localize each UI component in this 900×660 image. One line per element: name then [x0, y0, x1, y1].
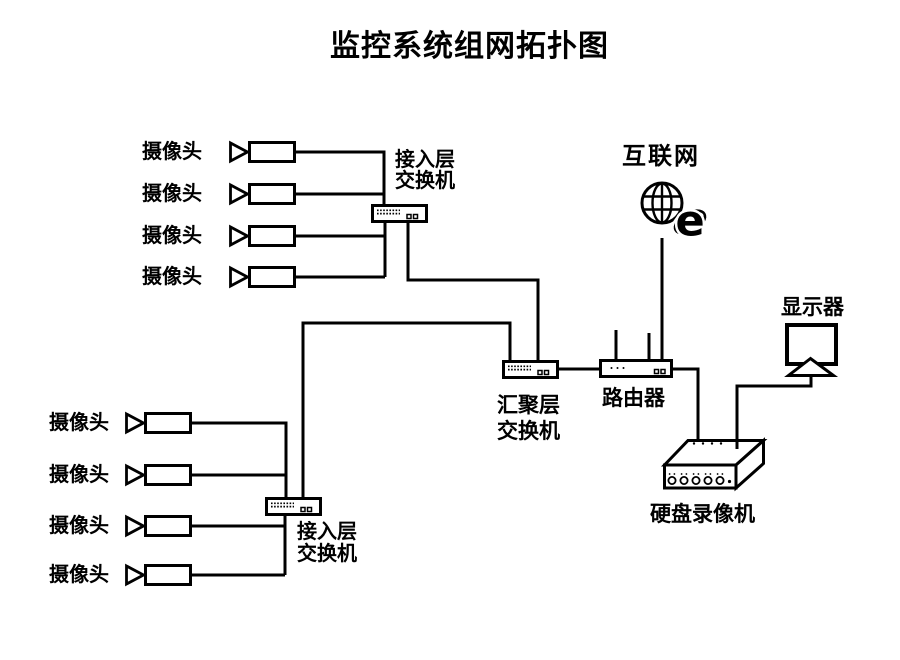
- router-label: 路由器: [602, 387, 665, 410]
- globe-ie-icon: e: [640, 181, 709, 249]
- switch-icon: [371, 204, 428, 223]
- ie-e-icon: e: [671, 194, 709, 249]
- link-top-cam1-switch: [296, 150, 386, 212]
- bottom-camera-group: [125, 412, 192, 586]
- camera-label: 摄像头: [142, 183, 202, 205]
- camera-icon: [125, 412, 192, 434]
- access-switch-top-label: 接入层 交换机: [395, 150, 455, 192]
- top-camera-group: [229, 141, 296, 288]
- aggregation-switch-label-line1: 汇聚层: [497, 394, 560, 417]
- aggregation-switch-label: 汇聚层 交换机: [497, 393, 560, 445]
- camera-label: 摄像头: [49, 564, 109, 586]
- connection-lines: [192, 150, 700, 577]
- dvr-label: 硬盘录像机: [650, 503, 755, 526]
- internet-label: 互联网: [622, 143, 700, 170]
- camera-icon: [229, 141, 296, 163]
- dvr-box-icon: [660, 437, 768, 492]
- camera-label: 摄像头: [49, 412, 109, 434]
- camera-label: 摄像头: [142, 225, 202, 247]
- camera-label: 摄像头: [142, 141, 202, 163]
- link-dvr-monitor: [735, 374, 813, 449]
- camera-label: 摄像头: [49, 515, 109, 537]
- access-switch-bottom-label: 接入层 交换机: [297, 521, 357, 565]
- link-bottom-cam1-switch: [192, 421, 288, 505]
- access-switch-top-label-line1: 接入层: [395, 149, 455, 171]
- link-router-dvr: [671, 367, 700, 441]
- globe-icon: [640, 181, 684, 225]
- access-switch-bottom-label-line2: 交换机: [297, 543, 357, 565]
- camera-icon: [229, 225, 296, 247]
- router-icon: [599, 359, 673, 378]
- switch-icon: [265, 497, 322, 516]
- aggregation-switch-label-line2: 交换机: [497, 420, 560, 443]
- camera-label: 摄像头: [49, 464, 109, 486]
- camera-label: 摄像头: [142, 266, 202, 288]
- camera-icon: [229, 266, 296, 288]
- link-top-switch-aggregation: [406, 216, 540, 366]
- ie-e-glyph: e: [676, 197, 705, 247]
- camera-icon: [125, 464, 192, 486]
- switch-icon: [502, 360, 559, 379]
- monitor-icon: [784, 323, 839, 377]
- monitor-label: 显示器: [781, 296, 844, 319]
- camera-icon: [125, 515, 192, 537]
- camera-icon: [229, 183, 296, 205]
- access-switch-bottom-label-line1: 接入层: [297, 521, 357, 543]
- camera-icon: [125, 564, 192, 586]
- access-switch-top-label-line2: 交换机: [395, 170, 455, 192]
- page-title: 监控系统组网拓扑图: [330, 30, 609, 63]
- link-bottom-switch-aggregation: [301, 321, 512, 505]
